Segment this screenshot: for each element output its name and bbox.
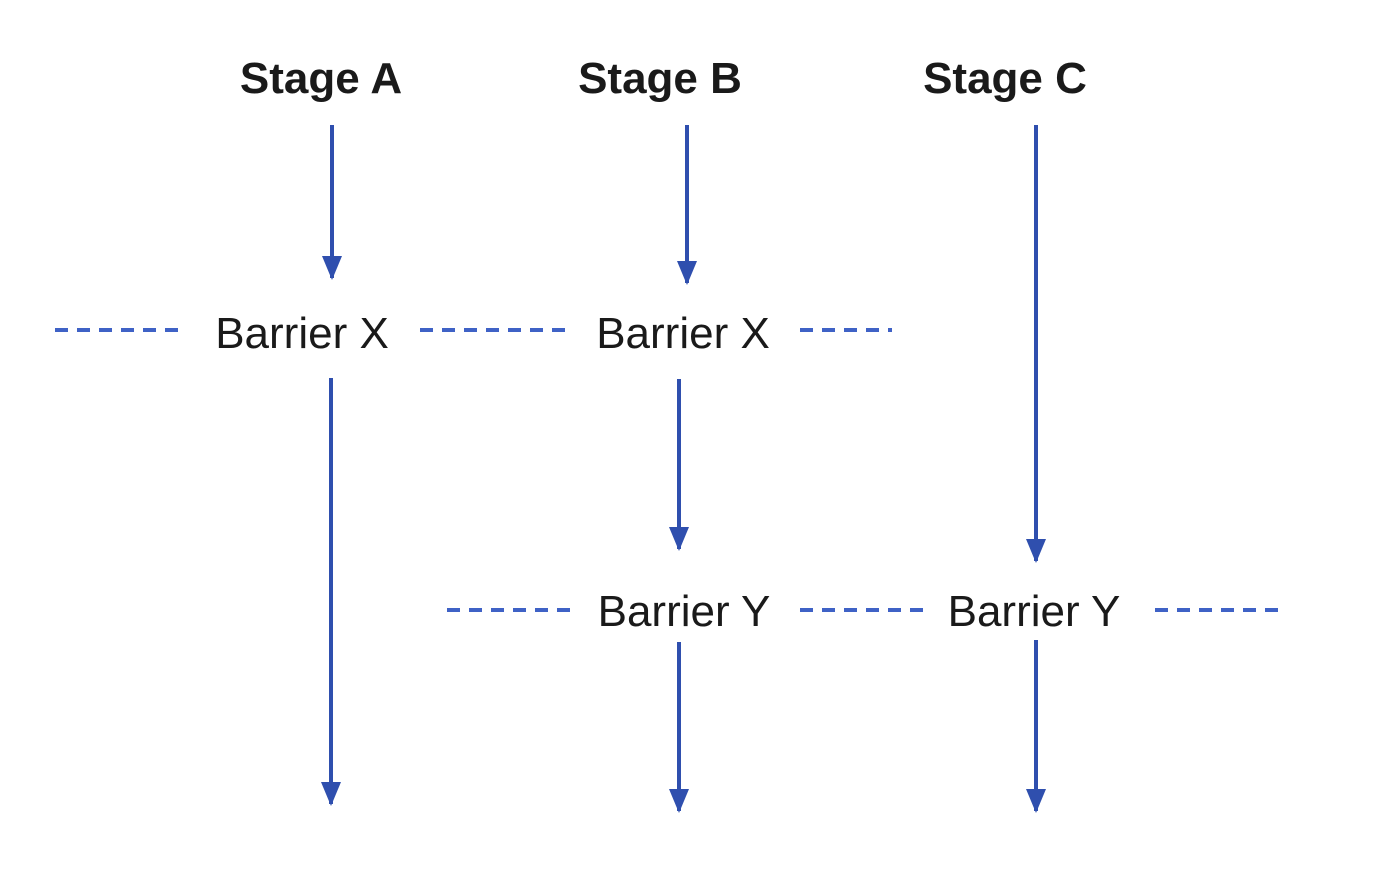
barrier-x-label-stage-a: Barrier X: [215, 309, 389, 358]
barrier-x-label-stage-b: Barrier X: [596, 309, 770, 358]
stage-a-title: Stage A: [240, 54, 402, 103]
barrier-y-label-stage-c: Barrier Y: [948, 587, 1121, 636]
stage-b-title: Stage B: [578, 54, 742, 103]
stage-c-title: Stage C: [923, 54, 1087, 103]
barrier-y-label-stage-b: Barrier Y: [598, 587, 771, 636]
